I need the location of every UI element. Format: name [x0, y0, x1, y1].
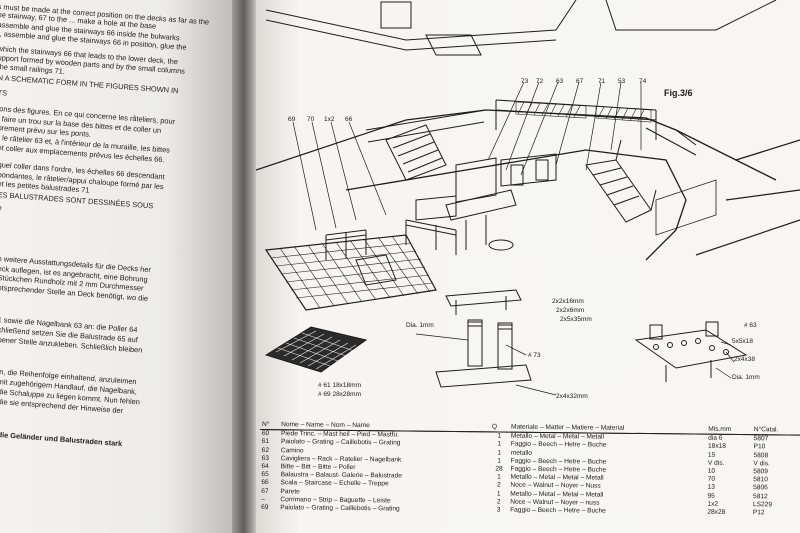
book-gutter [232, 0, 258, 533]
left-page: s must be made at the correct position o… [0, 0, 236, 533]
parts-table: N° Nome – Name – Nom – Name Q Materiale … [259, 421, 800, 518]
cell-material: Faggio – Beech – Hetre – Buche [510, 506, 606, 515]
figure-title: Fig.3/6 [664, 88, 693, 98]
cell-dims: 13 [707, 484, 715, 492]
cell-num: 65 [261, 471, 269, 479]
callout-left-label: 1x2 [324, 116, 335, 123]
callout-left-label: 69 [288, 116, 296, 123]
cell-catalog: 5812 [753, 492, 768, 500]
cell-catalog: 5806 [753, 484, 768, 492]
col-num: N° [259, 421, 280, 430]
grating-label: # 69 28x28mm [318, 391, 361, 398]
cell-num: 63 [261, 454, 269, 462]
cell-qty: 1 [497, 473, 501, 481]
callout-left-label: 70 [307, 116, 315, 123]
main-deck-front [345, 149, 687, 261]
callout-top-label: 73 [521, 78, 529, 85]
dimension-label: Dia. 1mm [406, 322, 434, 329]
callout-top-label: 71 [598, 78, 606, 85]
cell-dims: 28x28 [707, 508, 726, 516]
grating-label: # 61 18x18mm [318, 382, 361, 389]
lower-grating-deck [264, 219, 457, 311]
callout-top-label: 53 [618, 78, 626, 85]
cell-num: 69 [261, 504, 269, 512]
callout-left-label: 66 [345, 116, 353, 123]
cell-catalog: 5808 [753, 451, 769, 459]
col-catalog: N°Catal. [751, 426, 800, 436]
cell-qty: 2 [496, 498, 501, 506]
callout-leaders [292, 81, 642, 231]
right-page: Fig.3/6 73 72 63 67 71 53 74 69 70 1x2 66 2x2x16mm 2… [256, 0, 800, 533]
dimension-label: 2x5x35mm [560, 316, 592, 323]
dimension-label: 2x2x6mm [556, 307, 585, 314]
dimension-label: Dia. 1mm [732, 374, 760, 381]
cell-num: 66 [261, 479, 269, 487]
stair-opening [355, 254, 397, 286]
dimension-label: # 73 [528, 352, 541, 359]
left-page-line: TS [0, 88, 8, 98]
upper-grating [380, 1, 412, 29]
cell-dims: 18x18 [707, 443, 727, 451]
callout-top-label: 74 [639, 78, 647, 85]
detail-grating [264, 326, 368, 373]
upper-deck-outline [265, 0, 577, 41]
bow-railing-right [655, 179, 717, 236]
dimension-label: 2x4x38 [734, 356, 755, 363]
cell-qty: 1 [497, 449, 502, 457]
cell-catalog: P12 [752, 509, 765, 517]
cell-num: 67 [261, 487, 269, 495]
cell-num: 61 [261, 438, 270, 446]
staircase-left-upper [385, 124, 447, 181]
cell-dims: 95 [707, 492, 715, 500]
left-page-line: e [0, 203, 3, 213]
callout-top-label: 67 [576, 78, 584, 85]
cell-qty: 28 [495, 465, 503, 473]
upper-deck-hatch [425, 34, 482, 56]
assembly-drawing [256, 0, 800, 396]
cell-num: 62 [261, 446, 270, 454]
cell-qty: 2 [496, 481, 501, 489]
cell-num: 64 [261, 463, 269, 471]
callout-top-label: 72 [536, 78, 544, 85]
cell-qty: 3 [496, 506, 501, 514]
hull-side-right [695, 139, 800, 256]
cell-name: Paiolato – Grating – Caillebotis – Grati… [280, 504, 400, 513]
callout-top-label: 63 [556, 78, 564, 85]
cell-qty: 1 [497, 457, 501, 465]
dimension-label: 5x5x18 [732, 338, 753, 345]
detail-rack-63 [634, 321, 748, 382]
cell-num: 60 [261, 430, 270, 438]
col-dims: Mis.mm [706, 425, 752, 435]
upper-deck-edge [605, 0, 777, 31]
col-qty: Q [489, 423, 510, 433]
staircase-right [585, 139, 657, 223]
main-deck-left [256, 109, 487, 171]
dimension-label: 2x4x32mm [556, 393, 588, 400]
dimension-label: # 63 [744, 322, 757, 329]
upper-deck-rail [265, 19, 557, 51]
center-structures [415, 153, 557, 251]
dimension-label: 2x2x16mm [552, 298, 584, 305]
cell-qty: 1 [497, 440, 502, 448]
cell-qty: 1 [497, 432, 502, 440]
cell-catalog: P10 [753, 443, 766, 451]
cell-qty: 1 [496, 490, 501, 498]
left-page-line: N A SCHEMATIC FORM IN THE FIGURES SHOWN … [0, 73, 179, 96]
cell-num: – [261, 495, 265, 503]
bulwark-left [365, 109, 487, 143]
left-page-line: die Geländer und Balustraden stark [0, 430, 123, 449]
detail-rack-73 [415, 289, 557, 396]
cell-dims: 15 [707, 451, 716, 459]
back-railing [495, 99, 657, 140]
